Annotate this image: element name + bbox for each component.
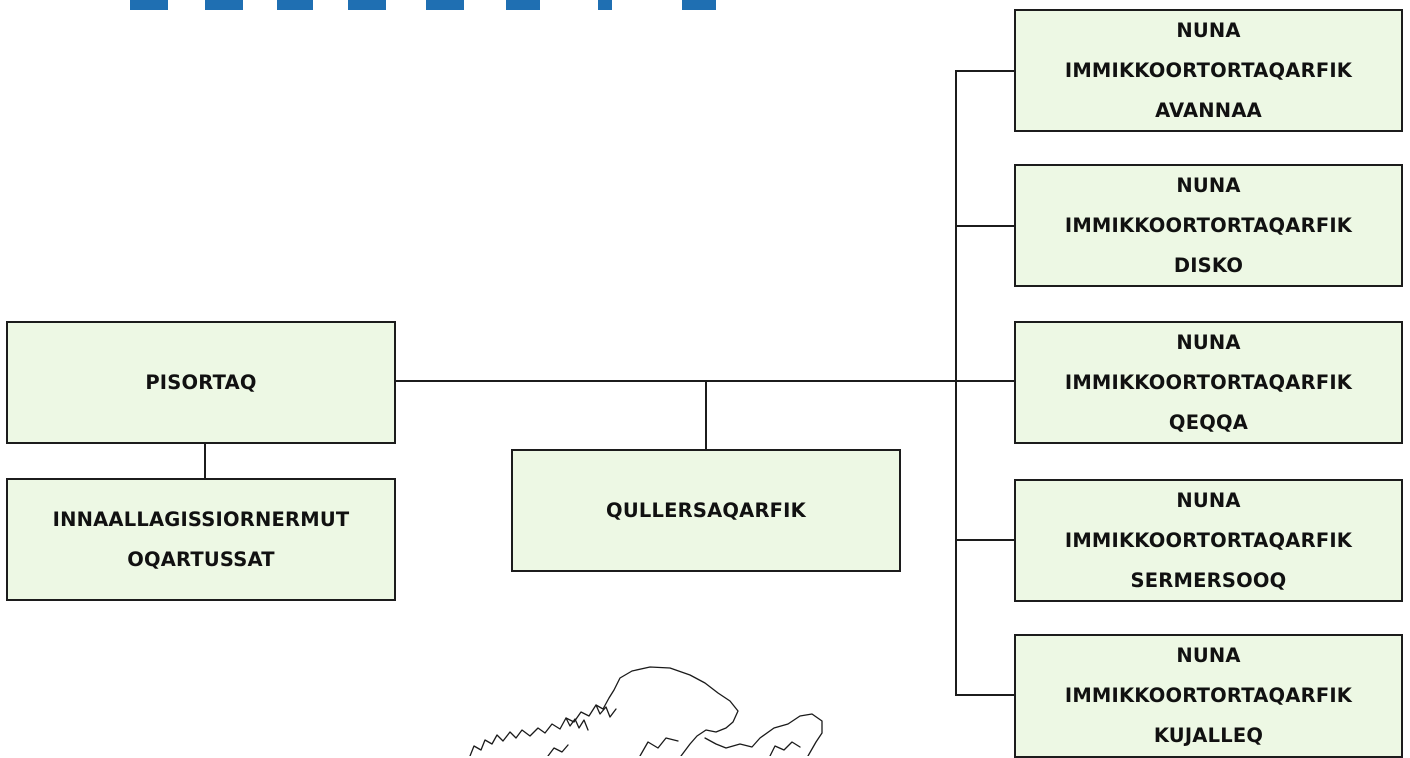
center-box-qullersaqarfik: QULLERSAQARFIK [511, 449, 901, 572]
region-box-qeqqa: NUNA IMMIKKOORTORTAQARFIK QEQQA [1014, 321, 1403, 444]
connector-region-qeqqa [955, 380, 1015, 382]
title-fragment [598, 0, 612, 10]
connector-region-avannaa [955, 70, 1015, 72]
connector-region-bus [955, 70, 957, 696]
root-label: PISORTAQ [145, 370, 257, 394]
region-box-disko: NUNA IMMIKKOORTORTAQARFIK DISKO [1014, 164, 1403, 287]
region-label-line-1: NUNA [1176, 173, 1241, 197]
title-fragment [130, 0, 168, 10]
region-label-line-1: NUNA [1176, 330, 1241, 354]
region-label-line-3: AVANNAA [1155, 98, 1262, 122]
title-fragment [682, 0, 716, 10]
connector-bus-to-center [705, 381, 707, 450]
title-fragment [426, 0, 464, 10]
region-label-line-2: IMMIKKOORTORTAQARFIK [1064, 213, 1353, 237]
region-box-sermersooq: NUNA IMMIKKOORTORTAQARFIK SERMERSOOQ [1014, 479, 1403, 602]
center-label: QULLERSAQARFIK [606, 498, 806, 522]
staff-label-line-2: OQARTUSSAT [127, 547, 275, 571]
region-label-line-2: IMMIKKOORTORTAQARFIK [1064, 58, 1353, 82]
title-fragment [348, 0, 386, 10]
region-label-line-1: NUNA [1176, 644, 1241, 667]
staff-label-line-1: INNAALLAGISSIORNERMUT [52, 507, 350, 531]
connector-root-to-staff [204, 443, 206, 479]
region-label-line-3: SERMERSOOQ [1130, 568, 1287, 592]
title-fragment [506, 0, 540, 10]
region-label-line-3: QEQQA [1168, 410, 1249, 434]
region-label-line-2: IMMIKKOORTORTAQARFIK [1064, 528, 1353, 552]
connector-region-sermersooq [955, 539, 1015, 541]
title-fragment [277, 0, 313, 10]
root-box-pisortaq: PISORTAQ [6, 321, 396, 444]
region-label-line-3: DISKO [1173, 253, 1244, 277]
region-box-avannaa: NUNA IMMIKKOORTORTAQARFIK AVANNAA [1014, 9, 1403, 132]
region-label-line-2: IMMIKKOORTORTAQARFIK [1064, 684, 1353, 707]
connector-region-kujalleq [955, 694, 1015, 696]
staff-box: INNAALLAGISSIORNERMUT OQARTUSSAT [6, 478, 396, 601]
region-label-line-3: KUJALLEQ [1153, 724, 1264, 747]
region-label-line-1: NUNA [1176, 488, 1241, 512]
region-box-kujalleq: NUNA IMMIKKOORTORTAQARFIK KUJALLEQ [1014, 634, 1403, 758]
connector-root-to-bus [396, 380, 957, 382]
region-label-line-2: IMMIKKOORTORTAQARFIK [1064, 370, 1353, 394]
region-label-line-1: NUNA [1176, 18, 1241, 42]
title-fragment [205, 0, 243, 10]
connector-region-disko [955, 225, 1015, 227]
